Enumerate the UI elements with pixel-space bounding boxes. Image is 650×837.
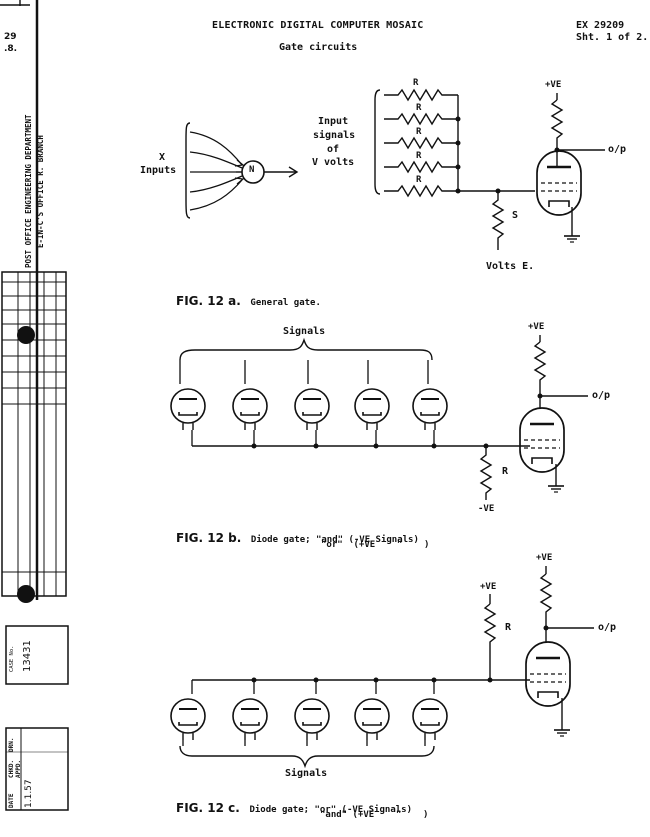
checked-label: CHKD. [8, 759, 15, 778]
fig-a-resistor-label-2: R [416, 103, 422, 113]
fig-b-signals-label: Signals [283, 326, 326, 337]
fig-c-caption-number: FIG. 12 c. [176, 801, 240, 815]
case-number: 13431 [22, 640, 33, 672]
fig-a-supply-label: +VE [545, 80, 562, 90]
department-label: POST OFFICE ENGINEERING DEPARTMENT [24, 114, 33, 268]
side-strip [0, 0, 69, 811]
fig-c-diodes [170, 594, 530, 769]
fig-c-signals-label: Signals [285, 768, 328, 779]
page-subtitle: Gate circuits [279, 42, 358, 53]
fig-a-caption-text: General gate. [250, 298, 321, 308]
page-title: ELECTRONIC DIGITAL COMPUTER MOSAIC [212, 20, 424, 31]
punch-hole-top [17, 326, 35, 344]
fig-a-resistor-label-4: R [416, 151, 422, 161]
drawn-label: DRN. [8, 737, 15, 752]
case-label: CASE No. [9, 645, 15, 673]
fig-c-supply-label-1: +VE [480, 582, 497, 592]
date-label: DATE [8, 793, 15, 808]
fig-a-input-label-1: Input [318, 116, 349, 127]
date-value: 1.1.57 [24, 779, 34, 808]
fig-b-resistor-label: R [502, 466, 509, 477]
fig-c-caption: FIG. 12 c. Diode gate; "or" (-VE Signals… [176, 797, 412, 816]
fig-b-diodes [170, 337, 530, 500]
fig-a-caption: FIG. 12 a. General gate. [176, 290, 321, 309]
fig-a-x-label: X [159, 152, 166, 163]
fig-c-output-label: o/p [598, 622, 617, 633]
fig-a-input-label-2: signals [313, 130, 356, 141]
branch-label: E-IN-C'S OFFICE R. BRANCH [36, 135, 45, 248]
fig-a-gate-symbol [185, 122, 299, 219]
fig-b-neg-label: -VE [478, 504, 495, 514]
fig-c-caption-text-2: "and" (+VE " ) [320, 810, 429, 820]
fig-a-bias-label: Volts E. [486, 261, 535, 272]
fig-a-node-label: N [249, 165, 255, 175]
fig-c-resistor-label: R [505, 622, 512, 633]
fig-a-output-label: o/p [608, 144, 627, 155]
fig-c-valve [524, 566, 594, 737]
corner-number: 29 [4, 32, 17, 42]
fig-a-resistor-label-3: R [416, 127, 422, 137]
punch-hole-bottom [17, 585, 35, 603]
fig-a-input-label-3: of [327, 144, 340, 155]
fig-c-caption-text-1: Diode gate; "or" (-VE Signals) [249, 805, 412, 815]
fig-a-resistor-label-5: R [416, 175, 422, 185]
fig-c-brace [179, 745, 435, 769]
fig-a-inputs-label: Inputs [140, 165, 177, 176]
fig-a-resistor-network [374, 88, 535, 250]
fig-a-caption-number: FIG. 12 a. [176, 294, 241, 308]
fig-a-shunt-label: S [512, 210, 519, 221]
fig-a-valve [535, 93, 605, 243]
fig-b-valve [518, 335, 588, 493]
fig-b-caption-text-2: "or" (+VE " ) [321, 540, 430, 550]
document-ref: EX 29209 [576, 20, 625, 31]
fig-b-caption-text-1: Diode gate; "and" (-VE Signals) [250, 535, 419, 545]
fig-b-caption: FIG. 12 b. Diode gate; "and" (-VE Signal… [176, 527, 419, 546]
fig-c-supply-label-2: +VE [536, 553, 553, 563]
fig-a-input-label-4: V volts [312, 157, 355, 168]
approved-label: APPD. [15, 759, 22, 778]
fig-b-brace [179, 337, 433, 361]
fig-a-resistor-label-1: R [413, 78, 419, 88]
fig-b-supply-label: +VE [528, 322, 545, 332]
sheet-number: Sht. 1 of 2. [576, 32, 649, 43]
fig-b-output-label: o/p [592, 390, 611, 401]
corner-mark: .8. [4, 44, 18, 54]
fig-b-caption-number: FIG. 12 b. [176, 531, 242, 545]
